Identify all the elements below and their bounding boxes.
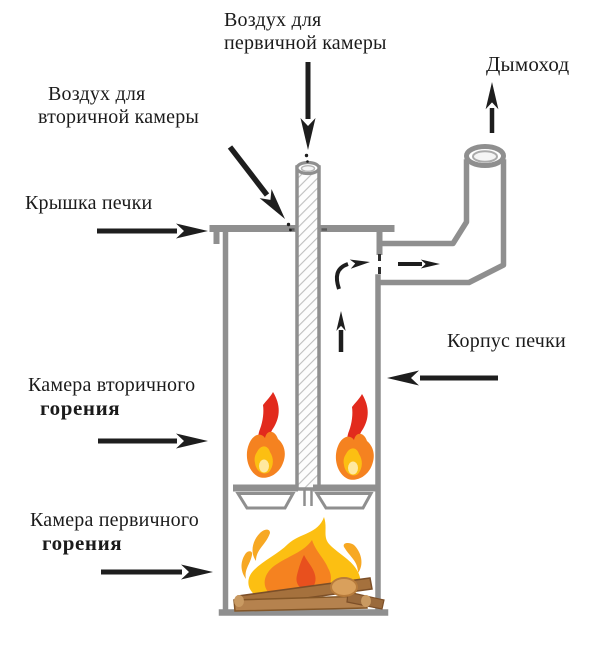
label-primary-chamber: Камера первичного горения (30, 509, 199, 555)
chimney-arrow (485, 82, 499, 133)
body-arrow (387, 370, 498, 386)
annotation-arrows (97, 62, 499, 580)
label-secondary-air-line1: Воздух для (48, 83, 146, 105)
label-primary-air: Воздух для первичной камеры (224, 9, 387, 55)
label-stove-lid: Крышка печки (25, 192, 153, 214)
flame-icon (335, 394, 374, 480)
flue-duct-outer-edge (377, 159, 507, 286)
label-secondary-air-line2: вторичной камеры (38, 106, 200, 128)
label-primary-air-line2: первичной камеры (224, 32, 387, 54)
primary-chamber-arrow (101, 564, 213, 580)
chimney-mouth-rim (472, 150, 498, 163)
label-secondary-chamber-line2: горения (40, 396, 121, 420)
chimney-pipe (377, 144, 507, 286)
label-secondary-air: Воздух для вторичной камеры (38, 83, 199, 129)
label-stove-body: Корпус печки (447, 330, 566, 352)
primary-air-arrow (300, 62, 316, 163)
lid-arrow (97, 223, 208, 239)
stove-body-outline (209, 225, 395, 616)
flue-flow-arrow (398, 259, 440, 269)
flue-duct-inner-edge (380, 159, 470, 247)
burner-tray (233, 484, 377, 510)
label-chimney: Дымоход (486, 52, 570, 76)
label-secondary-chamber: Камера вторичного горения (28, 374, 195, 420)
flame-icon (246, 392, 285, 478)
secondary-chamber-arrow (98, 433, 208, 449)
label-primary-chamber-line1: Камера первичного (30, 509, 199, 531)
updraft-arrow (336, 311, 346, 352)
campfire-icon (233, 517, 385, 612)
label-secondary-chamber-line1: Камера вторичного (28, 374, 196, 396)
label-primary-chamber-line2: горения (42, 531, 123, 555)
label-primary-air-line1: Воздух для (224, 9, 322, 31)
log-end (330, 577, 358, 597)
secondary-air-arrow (227, 145, 292, 232)
curved-flow-arrow (334, 257, 371, 290)
secondary-air-tube (295, 160, 321, 506)
